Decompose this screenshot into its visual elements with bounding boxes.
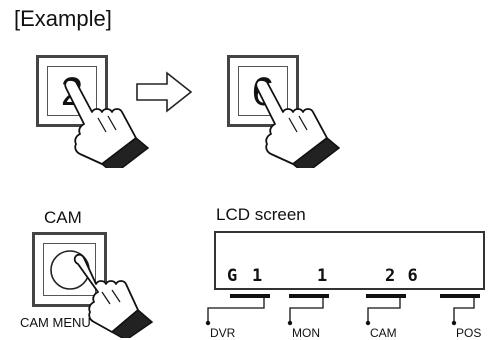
finger-press-icon [255,79,341,168]
lcd-segment-monitor: 1 [317,266,329,286]
pos-button-label: POS [456,326,482,340]
cam-menu-label: CAM MENU [20,315,91,330]
lcd-buttons-bars [205,294,480,326]
lcd-segment-group-number: 1 [252,266,264,286]
dvr-button-label: DVR [210,326,236,340]
mon-button[interactable] [289,290,329,298]
key-inner-frame [238,66,288,116]
lcd-segment-camera: 2 6 [385,266,419,286]
right-arrow-icon [136,71,193,113]
lcd-screen-title: LCD screen [216,205,306,224]
lcd-segment-group: G [227,266,239,286]
key-inner-frame [43,243,96,296]
key-inner-frame [47,66,97,116]
lcd-screen: G 1 1 2 6 [214,231,485,290]
dvr-button[interactable] [230,290,270,298]
pos-button[interactable] [440,290,480,298]
example-label: [Example] [14,6,112,31]
finger-press-icon [73,253,154,338]
finger-press-icon [64,79,150,168]
mon-button-label: MON [292,326,320,340]
cam-button[interactable] [366,290,406,298]
cam-key-title: CAM [44,208,82,227]
cam-button-label: CAM [370,326,397,340]
